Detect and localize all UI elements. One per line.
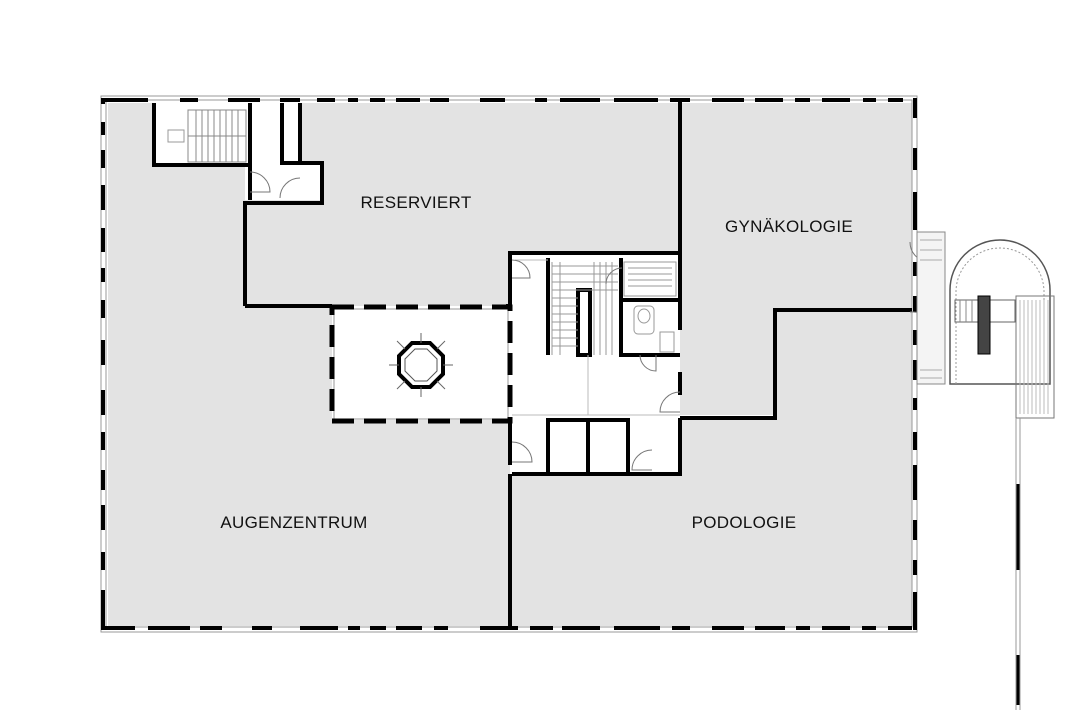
- octagon-skylight: [389, 333, 453, 397]
- room-reserviert-fill[interactable]: [245, 103, 678, 306]
- room-fills: [108, 103, 912, 626]
- interior-walls: [152, 100, 912, 626]
- label-reserviert: RESERVIERT: [360, 193, 471, 212]
- label-podologie: PODOLOGIE: [692, 513, 797, 532]
- label-gynaekologie: GYNÄKOLOGIE: [725, 217, 853, 236]
- stair-top-left: [167, 109, 247, 163]
- label-augenzentrum: AUGENZENTRUM: [220, 513, 367, 532]
- external-stair-tower: [916, 231, 1055, 710]
- room-podologie-fill[interactable]: [512, 310, 912, 626]
- room-labels: RESERVIERT GYNÄKOLOGIE AUGENZENTRUM PODO…: [220, 193, 853, 532]
- courtyard: [329, 304, 513, 424]
- room-augenzentrum-fill[interactable]: [108, 103, 510, 626]
- room-gynaekologie-fill[interactable]: [680, 103, 912, 415]
- core-details: [512, 259, 680, 416]
